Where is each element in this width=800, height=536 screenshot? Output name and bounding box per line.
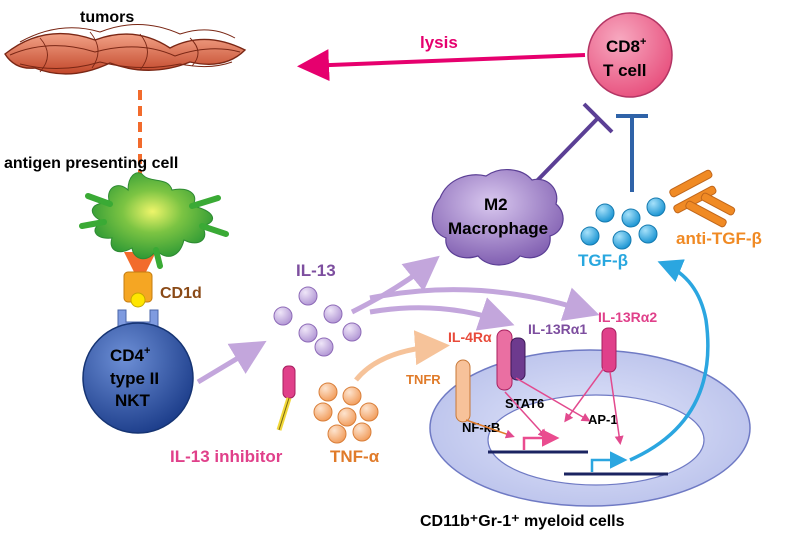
anti-tgf-beta-antibody: [669, 169, 736, 228]
cd8-t-cell: CD8+ T cell: [587, 12, 673, 98]
il13-inhibitor-molecule: [276, 365, 296, 431]
il4ra-label: IL-4Rα: [448, 329, 492, 345]
il13ra1-receptor: [510, 337, 526, 381]
stat6-label: STAT6: [505, 396, 544, 411]
apc-label: antigen presenting cell: [4, 155, 178, 172]
il13-molecules: [273, 286, 362, 357]
il13-inhibitor-label: IL-13 inhibitor: [170, 447, 283, 466]
tnf-to-tnfr-arrow: [354, 330, 450, 382]
il13ra1-label: IL-13Rα1: [528, 321, 587, 337]
anti-tgf-beta-label: anti-TGF-β: [676, 229, 762, 248]
lysis-arrow: [297, 49, 586, 82]
cd1d-label: CD1d: [160, 285, 202, 302]
macrophage-label: Macrophage: [448, 219, 548, 238]
signaling-arrows: [465, 367, 624, 445]
tgf-secretion-arrow: [629, 259, 710, 462]
lysis-label: lysis: [420, 33, 458, 52]
il13-arrows: [350, 255, 600, 331]
tnf-alpha-molecules: [313, 382, 379, 444]
m2-label: M2: [484, 195, 508, 214]
nkt-cell: CD4+ type II NKT: [82, 322, 194, 434]
nucleus: [487, 394, 705, 486]
il13-label: IL-13: [296, 261, 336, 280]
gene-promoters: [488, 429, 668, 476]
cd8-superscript: +: [640, 36, 646, 48]
tgf-beta-molecules: [580, 197, 666, 250]
tnfr-receptor: [455, 359, 471, 423]
cd8-label: CD8: [606, 37, 640, 56]
myeloid-cells-label: CD11b⁺Gr-1⁺ myeloid cells: [420, 513, 625, 530]
nkt-to-il13-arrow: [196, 340, 267, 385]
nfkb-label: NF-κB: [462, 420, 500, 435]
m2-macrophage: M2 Macrophage: [431, 169, 564, 266]
nkt-superscript: +: [144, 345, 150, 357]
tumor-cells: [4, 24, 247, 75]
nkt-label: NKT: [115, 391, 151, 410]
nkt-type-label: type II: [110, 369, 159, 388]
il13ra2-receptor: [601, 327, 617, 373]
t-cell-label: T cell: [603, 61, 646, 80]
svg-text:CD8+: CD8+: [606, 36, 646, 56]
cd1d-complex: [117, 271, 159, 331]
il4ra-receptor: [496, 329, 513, 391]
antigen-presenting-cell: [79, 172, 229, 269]
tgf-beta-label: TGF-β: [578, 251, 628, 270]
ap1-label: AP-1: [588, 412, 618, 427]
myeloid-cell: [429, 349, 751, 507]
il13ra2-label: IL-13Rα2: [598, 309, 657, 325]
tnf-alpha-label: TNF-α: [330, 447, 380, 466]
tnfr-label: TNFR: [406, 372, 441, 387]
nkt-cd4-label: CD4: [110, 346, 145, 365]
tumors-label: tumors: [80, 9, 134, 26]
svg-text:CD4+: CD4+: [110, 345, 150, 365]
inhibition-lines: [528, 102, 648, 192]
